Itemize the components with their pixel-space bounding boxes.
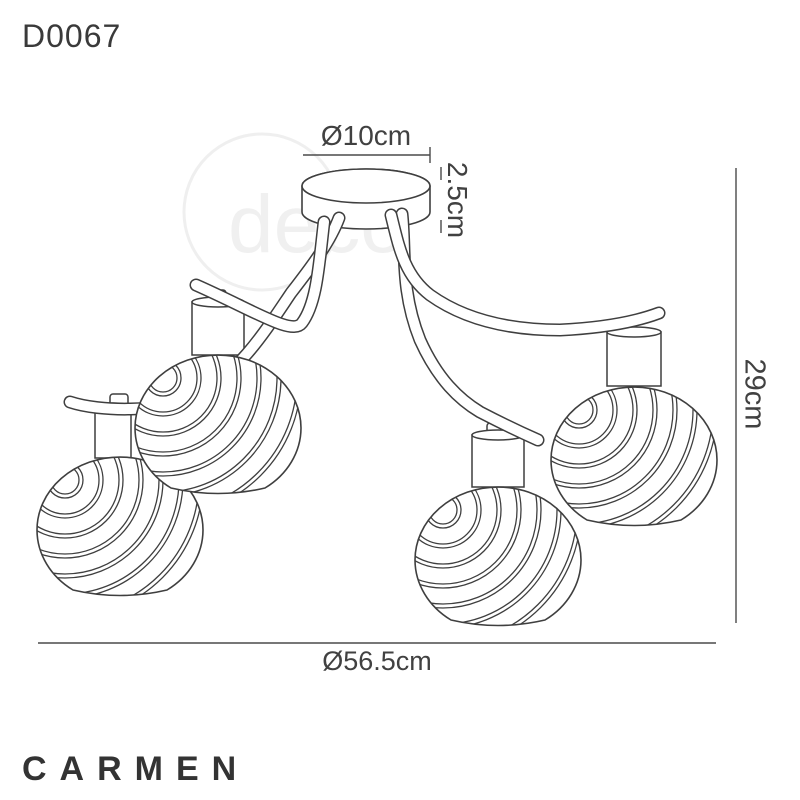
- swirl-globe-mid-right: [285, 352, 601, 668]
- canopy-diameter-label: Ø10cm: [320, 120, 412, 151]
- fixture-diameter-label: Ø56.5cm: [322, 646, 432, 676]
- fixture-height-label: 29cm: [738, 358, 771, 430]
- canopy-height-label: 2.5cm: [442, 161, 473, 239]
- product-code: D0067: [22, 18, 122, 54]
- lamp-holder-far-right: [606, 318, 662, 387]
- arm-to-mid-left-lamp: [189, 215, 331, 333]
- arm-to-far-right-lamp: [384, 208, 666, 337]
- product-name: CARMEN: [22, 750, 250, 788]
